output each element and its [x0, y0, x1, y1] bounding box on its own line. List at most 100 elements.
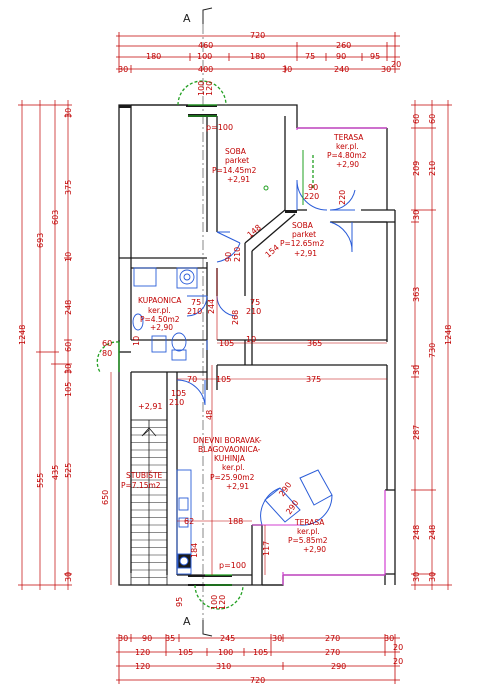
doors	[176, 179, 356, 526]
left-dim-693: 693	[36, 233, 45, 248]
left-dim-30a: 30	[64, 108, 73, 118]
stair-steps	[131, 427, 167, 578]
bottom-dim-30a: 30	[118, 634, 128, 643]
bottom-dim-245: 245	[220, 634, 235, 643]
room-terasa1-floor: ker.pl.	[336, 142, 359, 151]
dim-p100-bottom: p=100	[219, 561, 246, 570]
light-symbols	[263, 150, 304, 205]
dim-p100-top: p=100	[206, 123, 233, 132]
room-dnevni-boravak: DNEVNI BORAVAK- BLAGOVAONICA- KUHINJA ke…	[193, 436, 262, 491]
left-dim-375: 375	[64, 180, 73, 195]
room-soba2-area: P=12.65m2	[280, 239, 325, 248]
room-kupaonica-area: P=4.50m2	[140, 315, 180, 324]
dim-d10v: 10	[132, 336, 141, 346]
top-dim-400: 400	[198, 65, 213, 74]
room-stubiste-name: STUBIŠTE	[126, 471, 163, 480]
dim-d80: 80	[102, 349, 112, 358]
top-dim-ticks	[118, 32, 396, 73]
bottom-dim-290: 290	[331, 662, 346, 671]
right-dim-730: 730	[428, 343, 437, 358]
room-terasa2-name: TERASA	[294, 518, 325, 527]
dim-d95: 95	[175, 597, 184, 607]
room-dnevni-level: +2,91	[226, 482, 249, 491]
right-dim-ticks	[411, 104, 452, 586]
dim-d105c: 105	[171, 389, 186, 398]
bathroom-fixtures	[132, 267, 198, 361]
dim-stairs-level: +2,91	[138, 402, 163, 411]
bottom-dim-20b: 20	[393, 657, 403, 666]
bottom-dim-310: 310	[216, 662, 231, 671]
dim-d375: 375	[306, 375, 321, 384]
right-dim-60b: 60	[428, 114, 437, 124]
top-dim-180a: 180	[146, 52, 161, 61]
top-dim-75: 75	[305, 52, 315, 61]
dim-d365: 365	[307, 339, 322, 348]
top-dim-460: 460	[198, 41, 213, 50]
left-dimensions	[21, 100, 69, 590]
top-dim-95: 95	[370, 52, 380, 61]
top-dimensions	[116, 35, 400, 70]
dim-d75b: 75	[250, 298, 260, 307]
room-soba2-floor: parket	[292, 230, 316, 239]
right-dim-30d: 30	[428, 572, 437, 582]
dim-d210e: 210	[169, 398, 184, 407]
room-soba2-level: +2,91	[294, 249, 317, 258]
section-marker-bottom: A	[183, 615, 213, 637]
bottom-dim-105b: 105	[253, 648, 268, 657]
dim-w100-top: 100	[197, 81, 206, 96]
dim-d62: 62	[184, 517, 194, 526]
left-dim-30b: 30	[64, 364, 73, 374]
left-dim-1248: 1248	[18, 325, 27, 345]
right-dimensions	[414, 100, 449, 590]
room-terasa-top: TERASA ker.pl. P=4.80m2 +2,90	[327, 133, 367, 169]
bottom-dim-30b: 30	[272, 634, 282, 643]
bottom-dim-105a: 105	[178, 648, 193, 657]
left-dim-60: 60	[64, 342, 73, 352]
windows	[96, 80, 314, 610]
left-dim-525: 525	[64, 463, 73, 478]
section-marker-top: A	[183, 7, 213, 25]
right-dim-248a: 248	[412, 525, 421, 540]
right-dim-210: 210	[428, 161, 437, 176]
bottom-dim-120b: 120	[135, 662, 150, 671]
room-dnevni-floor: ker.pl.	[222, 463, 245, 472]
bottom-dim-100: 100	[218, 648, 233, 657]
room-dnevni-line2: BLAGOVAONICA-	[198, 445, 261, 454]
room-soba1-floor: parket	[225, 156, 249, 165]
room-kupaonica-name: KUPAONICA	[138, 296, 182, 305]
left-dim-555: 555	[36, 473, 45, 488]
top-dim-30a: 30	[118, 65, 128, 74]
dim-d90b: 90	[224, 252, 233, 262]
left-dim-603: 603	[51, 210, 60, 225]
dim-d117: 117	[262, 541, 271, 556]
dim-d220b: 220	[338, 190, 347, 205]
left-dim-10: 10	[64, 252, 73, 262]
bottom-dim-270a: 270	[325, 634, 340, 643]
room-soba-2: SOBA parket P=12.65m2 +2,91	[280, 221, 325, 258]
room-dnevni-area: P=25.90m2	[210, 473, 255, 482]
room-stubiste-area: P=7.15m2	[121, 481, 161, 490]
top-dim-30c: 30	[381, 65, 391, 74]
room-terasa2-floor: ker.pl.	[297, 527, 320, 536]
room-kupaonica: KUPAONICA ker.pl. P=4.50m2 +2,90	[138, 296, 182, 332]
dim-d48: 48	[205, 410, 214, 420]
bottom-dim-30c: 30	[384, 634, 394, 643]
top-dim-90: 90	[336, 52, 346, 61]
dim-d220a: 220	[304, 192, 319, 201]
dim-d105b: 105	[216, 375, 231, 384]
dim-d210d: 210	[246, 307, 261, 316]
inner-dim-lines	[110, 268, 387, 585]
top-dim-100: 100	[197, 52, 212, 61]
kitchen-fixtures	[176, 469, 192, 575]
dim-d650: 650	[101, 490, 110, 505]
dim-d10: 10	[246, 335, 256, 344]
dim-d188: 188	[228, 517, 243, 526]
dim-d290: 290	[277, 480, 293, 498]
room-terasa1-level: +2,90	[336, 160, 359, 169]
dim-w120-bottom: 120	[218, 595, 227, 610]
bottom-dim-90: 90	[142, 634, 152, 643]
section-label-top: A	[183, 12, 191, 25]
right-dim-30c: 30	[412, 572, 421, 582]
right-dim-60a: 60	[412, 114, 421, 124]
dim-d210b: 210	[233, 247, 242, 262]
